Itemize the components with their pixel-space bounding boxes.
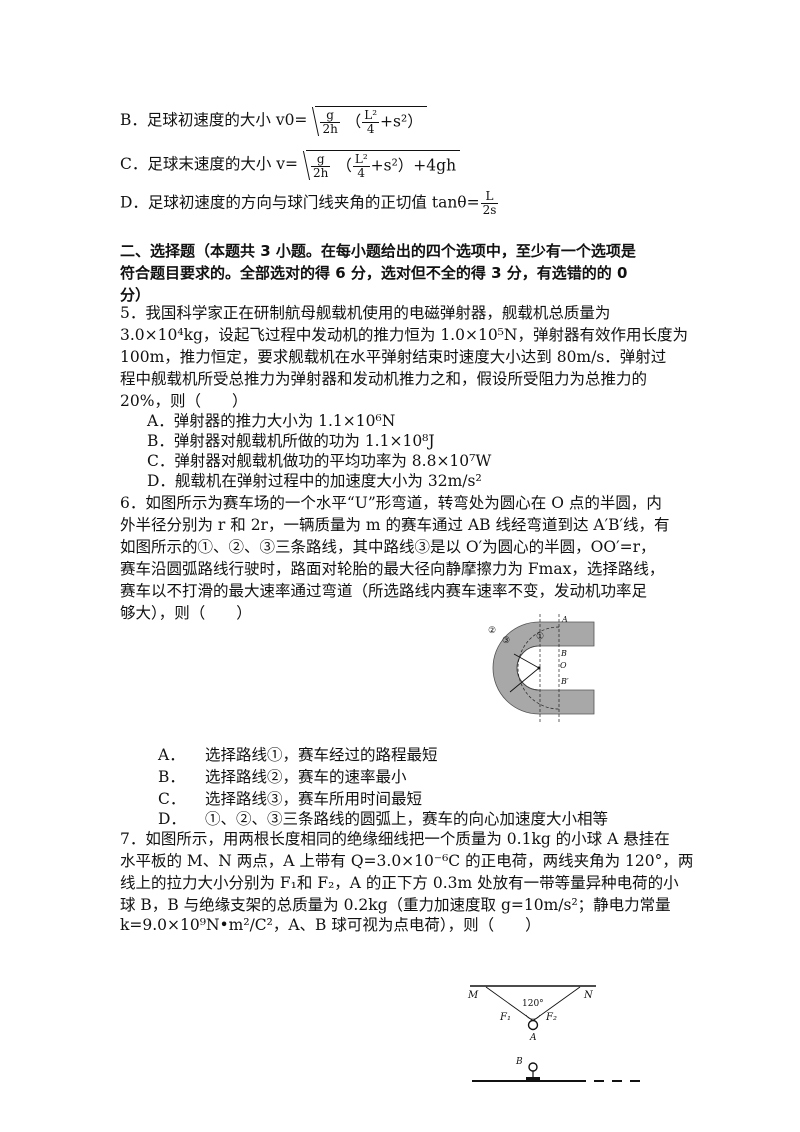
q7-stem-line3: 线上的拉力大小分别为 F₁和 F₂，A 的正下方 0.3m 处放有一带等量异种电… (120, 874, 679, 892)
q7-stem-line4: 球 B，B 与绝缘支架的总质量为 0.2kg（重力加速度取 g=10m/s²；静… (120, 896, 671, 914)
q6-option-d-letter: D． (158, 810, 186, 828)
q6-option-a-letter: A． (158, 746, 185, 764)
label-route-2: ② (488, 626, 496, 636)
label-b: B (560, 649, 567, 658)
label-b: B (515, 1057, 523, 1067)
q5-option-b: B．弹射器对舰载机所做的功为 1.1×10⁸J (147, 432, 435, 450)
q6-option-b: 选择路线②，赛车的速率最小 (205, 768, 407, 786)
label-f2: F₂ (545, 1012, 557, 1023)
label-o: O (560, 661, 567, 670)
label-m: M (467, 990, 479, 1001)
section2-header-line3: 分） (120, 286, 151, 304)
q4-option-b-text: B．足球初速度的大小 v0= (120, 111, 308, 129)
q6-option-b-letter: B． (158, 768, 185, 786)
q5-option-c: C．弹射器对舰载机做功的平均功率为 8.8×10⁷W (147, 452, 492, 470)
q6-option-d: ①、②、③三条路线的圆弧上，赛车的向心加速度大小相等 (205, 810, 609, 828)
q5-stem-line4: 程中舰载机所受总推力为弹射器和发动机推力之和，假设所受阻力为总推力的 (120, 370, 648, 388)
route-3-arc (517, 626, 560, 710)
q4-option-d-text: D．足球初速度的方向与球门线夹角的正切值 tanθ= (120, 193, 480, 212)
q6-option-c-letter: C． (158, 790, 186, 808)
string-n (533, 986, 581, 1021)
string-m (485, 986, 533, 1021)
ball-b (528, 1062, 538, 1072)
point-o (537, 666, 541, 670)
track-inner-boundary (516, 645, 540, 691)
q6-stem-line5: 赛车以不打滑的最大速率通过弯道（所选路线内赛车速率不变，发动机功率足 (120, 582, 648, 600)
q5-stem-line1: 5．我国科学家正在研制航母舰载机使用的电磁弹射器，舰载机总质量为 (120, 304, 611, 322)
label-a: A (561, 615, 568, 624)
label-b-prime: B′ (560, 677, 569, 686)
q6-stem-line1: 6．如图所示为赛车场的一个水平“U”形弯道，转弯处为圆心在 O 点的半圆，内 (120, 494, 662, 512)
stand-base (526, 1077, 540, 1080)
q5-stem-line5: 20%，则（ ） (120, 392, 248, 410)
label-route-1: ① (536, 632, 544, 642)
angle-arc (525, 1014, 541, 1020)
section2-header-line2: 符合题目要求的。全部选对的得 6 分，选对但不全的得 3 分，有选错的的 0 (120, 264, 628, 282)
q6-stem-line6: 够大），则（ ） (120, 604, 252, 622)
label-a: A (529, 1033, 537, 1043)
q7-stem-line1: 7．如图所示，用两根长度相同的绝缘细线把一个质量为 0.1kg 的小球 A 悬挂… (120, 830, 670, 848)
q6-option-c: 选择路线③，赛车所用时间最短 (205, 790, 423, 808)
q5-option-a: A．弹射器的推力大小为 1.1×10⁶N (147, 412, 396, 430)
q6-option-a: 选择路线①，赛车经过的路程最短 (205, 746, 438, 764)
q6-stem-line4: 赛车沿圆弧路线行驶时，路面对轮胎的最大径向静摩擦力为 Fmax，选择路线， (120, 560, 665, 578)
label-n: N (583, 990, 594, 1001)
q7-stem-line5: k=9.0×10⁹N•m²/C²，A、B 球可视为点电荷），则（ ） (120, 916, 541, 934)
q4-option-c-text: C．足球末速度的大小 v= (120, 155, 299, 173)
ball-a (527, 1019, 539, 1031)
radius-arrow (513, 653, 540, 669)
label-route-3: ③ (502, 636, 510, 646)
q5-option-d: D．舰载机在弹射过程中的加速度大小为 32m/s² (147, 472, 482, 490)
q5-stem-line2: 3.0×10⁴kg，设起飞过程中发动机的推力恒为 1.0×10⁵N，弹射器有效作… (120, 326, 688, 344)
label-f1: F₁ (499, 1012, 511, 1023)
q6-track-figure: ② ③ ① A B O O′ B′ A′ (488, 614, 595, 724)
q6-stem-line2: 外半径分别为 r 和 2r，一辆质量为 m 的赛车通过 AB 线经弯道到达 A′… (120, 516, 670, 534)
label-angle: 120° (522, 999, 544, 1009)
radius-arrow-2 (509, 667, 540, 693)
section2-header-line1: 二、选择题（本题共 3 小题。在每小题给出的四个选项中，至少有一个选项是 (120, 242, 636, 260)
q7-stem-line2: 水平板的 M、N 两点，A 上带有 Q=3.0×10⁻⁶C 的正电荷，两线夹角为… (120, 852, 694, 870)
q5-stem-line3: 100m，推力恒定，要求舰载机在水平弹射结束时速度大小达到 80m/s．弹射过 (120, 348, 667, 366)
q6-stem-line3: 如图所示的①、②、③三条路线，其中路线③是以 O′为圆心的半圆，OO′=r， (120, 538, 656, 556)
q7-suspension-figure: M N 120° F₁ F₂ A B (467, 985, 640, 1082)
